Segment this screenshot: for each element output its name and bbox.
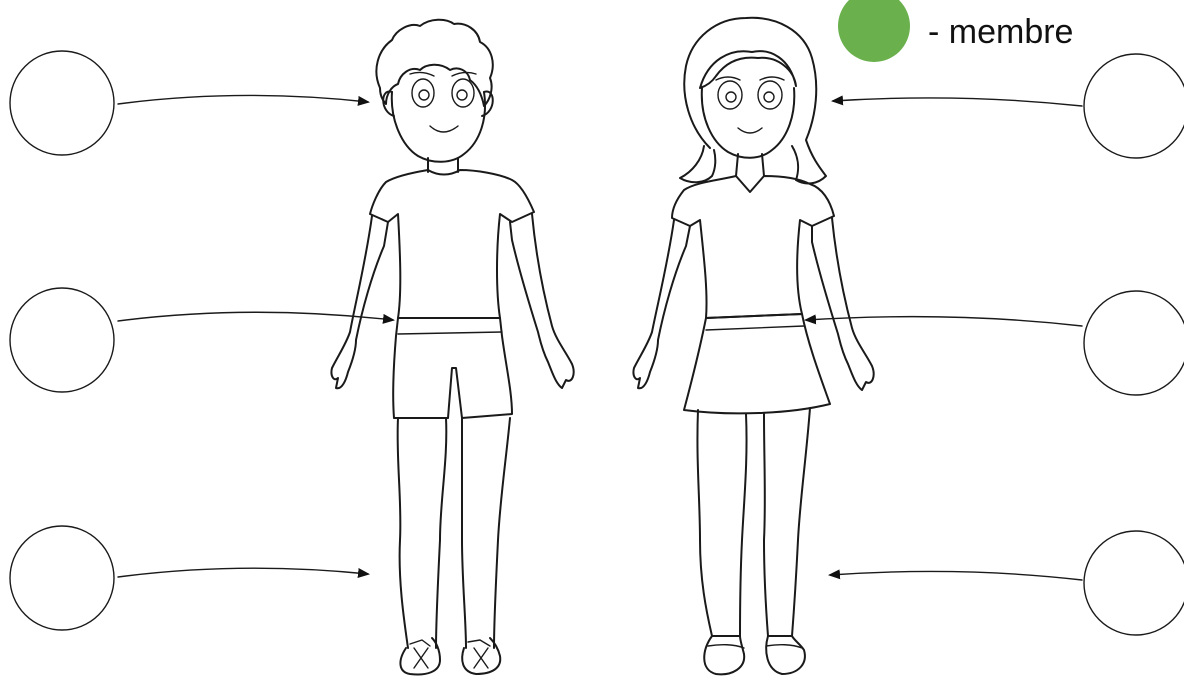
girl-arm-right bbox=[812, 218, 874, 390]
boy-eye-right bbox=[452, 79, 474, 107]
boy-figure-icon bbox=[331, 20, 573, 675]
girl-leg-right bbox=[764, 408, 810, 636]
arrow-right-2 bbox=[806, 317, 1082, 326]
boy-arm-left bbox=[331, 216, 388, 388]
girl-leg-left bbox=[697, 410, 746, 636]
boy-shoe-right bbox=[462, 638, 500, 674]
girl-skirt bbox=[684, 314, 830, 413]
answer-circle-left-2[interactable] bbox=[10, 288, 114, 392]
answer-circle-right-2[interactable] bbox=[1084, 291, 1184, 395]
girl-eye-right bbox=[758, 81, 782, 109]
boy-leg-right bbox=[462, 418, 510, 648]
arrow-right-3 bbox=[830, 571, 1082, 580]
answer-circle-right-1[interactable] bbox=[1084, 54, 1184, 158]
boy-arm-right bbox=[510, 214, 574, 388]
answer-circle-right-3[interactable] bbox=[1084, 531, 1184, 635]
arrow-left-1 bbox=[118, 95, 368, 104]
girl-face bbox=[702, 88, 795, 158]
arrow-left-3 bbox=[118, 568, 368, 577]
answer-circle-left-1[interactable] bbox=[10, 51, 114, 155]
boy-eye-left bbox=[412, 79, 434, 107]
boy-leg-left bbox=[398, 418, 447, 648]
boy-shirt bbox=[370, 170, 534, 318]
girl-arm-left bbox=[633, 220, 690, 388]
answer-circle-left-3[interactable] bbox=[10, 526, 114, 630]
girl-shoe-left bbox=[704, 636, 744, 674]
girl-figure-icon bbox=[633, 18, 873, 674]
girl-top bbox=[672, 176, 834, 318]
girl-shoe-right bbox=[766, 636, 805, 674]
arrow-right-1 bbox=[833, 98, 1082, 106]
girl-eye-left bbox=[718, 81, 742, 109]
